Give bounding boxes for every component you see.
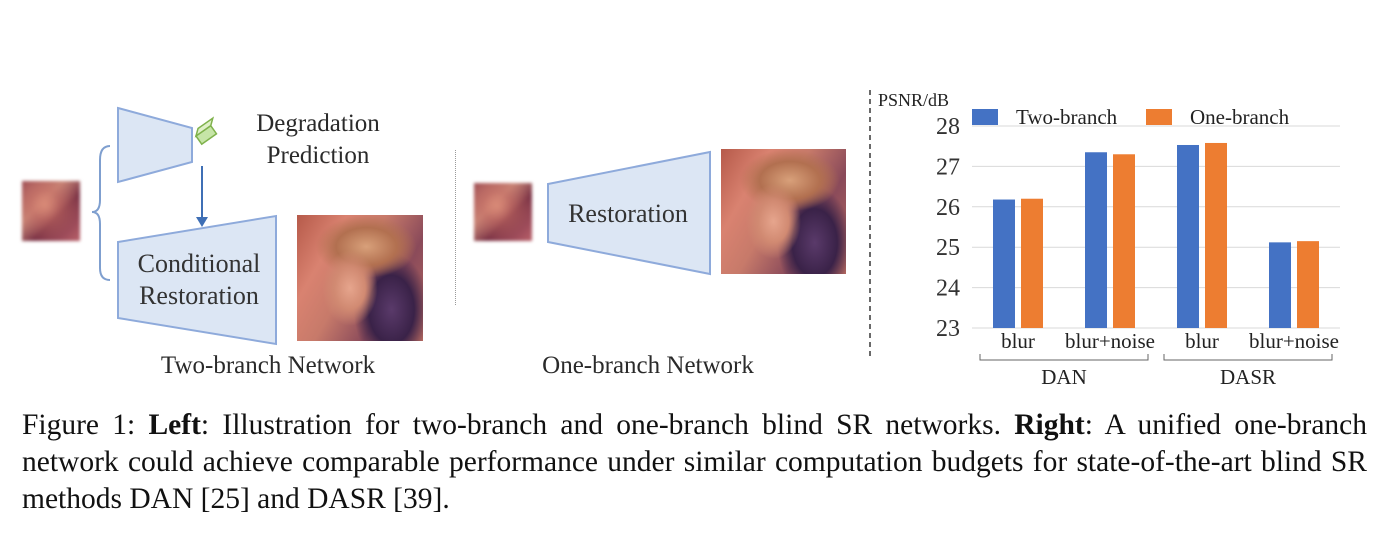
- y-tick-label: 24: [936, 276, 960, 302]
- group-label: DAN: [1041, 365, 1087, 389]
- low-resolution-input-image: [22, 181, 80, 241]
- bar-two-branch: [1177, 144, 1199, 328]
- group-bracket: [979, 354, 1149, 361]
- conditional-label-line1: Conditional: [137, 249, 261, 278]
- y-tick-label: 28: [936, 114, 960, 140]
- x-tick-label: blur+noise: [1065, 329, 1155, 353]
- y-tick-label: 27: [936, 154, 960, 180]
- restored-output-image-2: [721, 149, 846, 274]
- psnr-bar-chart: PSNR/dB 23 24 25 26 27 28 blur blur+noise blur blu…: [869, 90, 1340, 389]
- bar-one-branch: [1113, 154, 1135, 328]
- degradation-vector-icon: [194, 116, 218, 146]
- two-branch-network-label: Two-branch Network: [160, 352, 376, 379]
- bar-two-branch: [1269, 242, 1291, 328]
- conditional-restoration-shape: [117, 214, 277, 346]
- x-tick-label: blur+noise: [1249, 329, 1339, 353]
- two-branch-shapes: [91, 106, 277, 346]
- group-bracket: [1163, 354, 1333, 361]
- degradation-prediction-label: Degradation Prediction: [240, 108, 396, 172]
- brace-icon: [91, 145, 111, 281]
- arrow-head-icon: [196, 217, 208, 227]
- figure-caption: Figure 1: Left: Illustration for two-bra…: [22, 407, 1367, 518]
- bar-two-branch: [993, 199, 1015, 328]
- x-tick-label: blur: [1185, 329, 1219, 353]
- one-branch-network-label: One-branch Network: [542, 352, 754, 379]
- bar-one-branch: [1021, 198, 1043, 328]
- bar-one-branch: [1297, 241, 1319, 328]
- y-tick-label: 26: [936, 195, 960, 221]
- caption-prefix: Figure 1:: [22, 409, 149, 441]
- conditional-restoration-label: Conditional Restoration: [120, 248, 278, 312]
- y-tick-label: 23: [936, 316, 960, 342]
- bar-one-branch: [1205, 142, 1227, 328]
- diagram-divider: [455, 150, 456, 305]
- degradation-encoder-shape: [117, 106, 193, 184]
- restored-output-image: [297, 215, 423, 341]
- y-tick-label: 25: [936, 235, 960, 261]
- conditional-label-line2: Restoration: [139, 281, 259, 310]
- caption-right-text: : A unified one-branch network could ach…: [22, 409, 1368, 515]
- degradation-label-line2: Prediction: [266, 142, 370, 169]
- restoration-shape: [547, 150, 711, 276]
- caption-left-bold: Left: [148, 409, 201, 441]
- caption-left-text: : Illustration for two-branch and one-br…: [200, 409, 1015, 441]
- legend-label-one-branch: One-branch: [1190, 105, 1290, 129]
- one-branch-shapes: [547, 150, 711, 276]
- degradation-label-line1: Degradation: [256, 110, 380, 137]
- legend-swatch-one-branch: [1146, 109, 1172, 125]
- caption-right-bold: Right: [1014, 409, 1085, 441]
- low-resolution-input-image-2: [474, 183, 532, 241]
- legend-label-two-branch: Two-branch: [1016, 105, 1118, 129]
- restoration-label: Restoration: [568, 199, 688, 228]
- x-tick-label: blur: [1001, 329, 1035, 353]
- group-label: DASR: [1220, 365, 1276, 389]
- y-axis-label: PSNR/dB: [878, 90, 949, 110]
- bar-two-branch: [1085, 152, 1107, 328]
- legend-swatch-two-branch: [972, 109, 998, 125]
